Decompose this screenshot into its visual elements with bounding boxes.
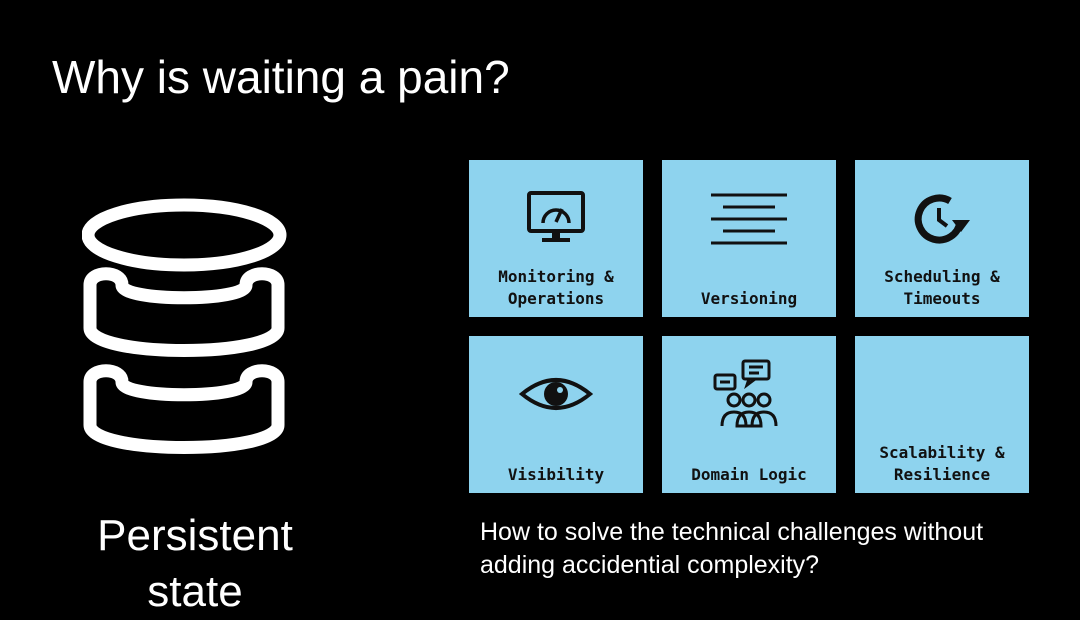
database-label: Persistent state [97, 511, 293, 616]
database-icon [82, 198, 287, 454]
tile-scheduling-timeouts: Scheduling & Timeouts [855, 160, 1029, 317]
tile-label: Domain Logic [691, 465, 807, 484]
eye-icon [519, 378, 593, 410]
tile-label: Monitoring & Operations [498, 267, 614, 308]
question-text: How to solve the technical challenges wi… [480, 518, 984, 579]
tile-monitoring-operations: Monitoring & Operations [469, 160, 643, 317]
people-chat-icon [713, 359, 778, 428]
tile-label: Scalability & Resilience [879, 443, 1005, 484]
tile-label: Versioning [700, 289, 798, 308]
tile-label: Scheduling & Timeouts [884, 267, 1000, 308]
tile-visibility: Visibility [469, 336, 643, 493]
tile-label: Visibility [507, 465, 605, 484]
horizontal-lines-icon [711, 193, 787, 245]
tile-domain-logic: Domain Logic [662, 336, 836, 493]
tile-versioning: Versioning [662, 160, 836, 317]
clock-arrow-icon [914, 194, 970, 244]
monitor-gauge-icon [527, 191, 585, 242]
tile-scalability-resilience: Scalability & Resilience [855, 336, 1029, 493]
slide-title: Why is waiting a pain? [52, 51, 510, 103]
